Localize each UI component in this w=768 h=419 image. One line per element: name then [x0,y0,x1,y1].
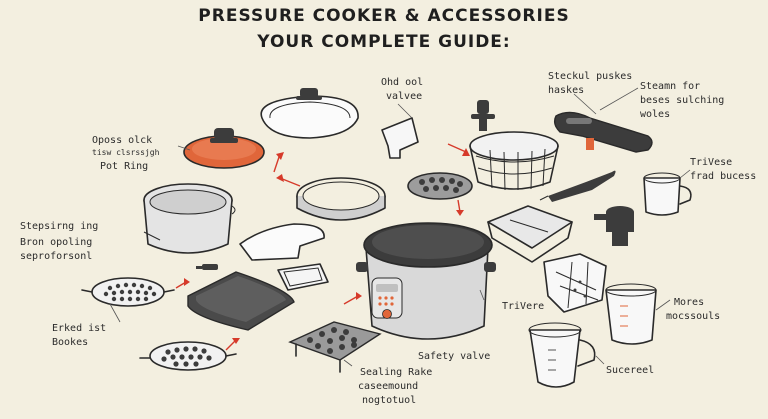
clip-handle [553,111,653,153]
label-valvee: valvee [386,91,423,102]
small-tray [277,263,329,291]
measuring-cup-small [643,172,692,216]
lifting-tool [539,170,616,202]
title-line-2: YOUR COMPLETE GUIDE: [257,32,511,52]
label-frad-bucess: frad bucess [690,171,757,182]
steamer-basket [469,131,559,191]
label-trivere: TriVere [502,301,545,312]
label-mores: Mores [674,297,705,308]
trivet-left [81,277,175,307]
steaming-rack [288,321,382,373]
label-bron: Bron opoling [20,237,93,248]
title-line-1: PRESSURE COOKER & ACCESSORIES [198,6,570,26]
label-steamn-for: Steamn for [640,81,701,92]
valve-screw [196,264,218,270]
handle-piece [239,223,325,261]
label-erked: Erked ist [52,323,107,334]
label-pot-ring: Pot Ring [100,161,149,172]
label-haskes: haskes [548,85,585,96]
leader-lines [109,87,691,367]
steam-tray [487,205,573,263]
label-nogtotuol: nogtotuol [362,395,417,406]
label-ssw: tisw clsrssjgh [92,148,160,157]
valve-part [471,100,495,131]
label-safety-valve: Safety valve [418,351,491,362]
measuring-jug-bottom [528,322,596,388]
label-stepsirng: Stepsirng ing [20,221,99,232]
label-beses: beses sulching [640,95,725,106]
pressure-valve-black [594,206,634,246]
glass-lid [260,88,359,139]
trivet-bottom [139,341,237,371]
measuring-jug-right [605,283,657,345]
label-ohd-ool: Ohd ool [381,77,424,88]
label-mocssouls: mocssouls [666,311,721,322]
label-bookes: Bookes [52,337,89,348]
grill-plate [187,271,295,331]
label-caseemound: caseemound [358,381,419,392]
label-steckul: Steckul puskes [548,71,633,82]
label-sucereel: Sucereel [606,365,655,376]
sealing-ring [296,177,386,221]
label-trivese: TriVese [690,157,733,168]
guide-arrows [175,143,470,351]
mesh-basket [543,253,607,313]
label-woles: woles [640,109,671,120]
label-oposs: Oposs olck [92,135,153,146]
inner-pot [143,183,236,254]
silicone-lid [183,128,265,169]
pressure-cooker-main [356,222,496,340]
small-holder [381,117,419,159]
steam-disk-small [407,172,473,200]
label-seproforsonl: seproforsonl [20,251,93,262]
label-sealing-rake: Sealing Rake [360,367,433,378]
